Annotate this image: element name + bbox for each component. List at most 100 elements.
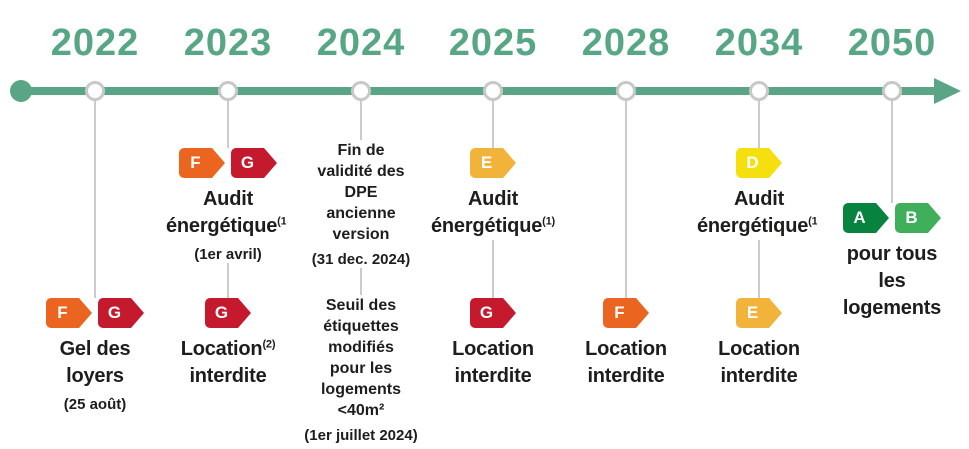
year-label-2022: 2022 [50, 22, 140, 64]
energy-badges-row: E [684, 298, 834, 328]
event-title-line: Audit [467, 188, 519, 210]
connector-line [625, 96, 627, 310]
event-date-note: (31 dec. 2024) [311, 251, 411, 268]
event-title-line: Location [452, 338, 534, 360]
timeline-node-2023 [218, 81, 238, 101]
event-title: pour tous les logements [817, 241, 967, 322]
energy-label-F-letter: F [179, 148, 212, 178]
footnote-superscript: (1) [542, 215, 556, 228]
energy-label-A-badge: A [843, 203, 889, 233]
energy-label-F-badge: F [179, 148, 225, 178]
event-title-line: énergétique(1) [165, 215, 291, 237]
event-title: Location interdite [418, 336, 568, 390]
energy-label-E-badge: E [736, 298, 782, 328]
energy-badges-row: D [684, 148, 834, 178]
energy-badges-row: E [418, 148, 568, 178]
footnote-superscript: (2) [262, 338, 276, 351]
event-title-line: validité des [317, 163, 405, 180]
event-title-line: pour tous [846, 243, 938, 265]
event-title: Audit énergétique(1) [153, 186, 303, 240]
energy-label-B-letter: B [895, 203, 928, 233]
energy-label-A-letter: A [843, 203, 876, 233]
event-date-note: (25 août) [63, 396, 127, 413]
energy-label-point-icon [238, 298, 251, 328]
year-label-2025: 2025 [448, 22, 538, 64]
timeline-start-dot-icon [10, 80, 32, 102]
event-title-line: ancienne [326, 205, 396, 222]
timeline-node-2025 [483, 81, 503, 101]
event-title-line: Location [585, 338, 667, 360]
energy-label-F-badge: F [46, 298, 92, 328]
event-2034-lower: E Location interdite [684, 298, 834, 390]
energy-label-point-icon [131, 298, 144, 328]
energy-label-point-icon [636, 298, 649, 328]
energy-label-G-badge: G [98, 298, 144, 328]
connector-line [891, 96, 893, 215]
energy-label-G-letter: G [205, 298, 238, 328]
event-title-line: <40m² [337, 402, 385, 419]
event-title-line: énergétique(1) [430, 215, 556, 237]
energy-badges-row: G [418, 298, 568, 328]
event-title: Audit énergétique(1) [418, 186, 568, 240]
energy-label-point-icon [928, 203, 941, 233]
event-title-line: logements [320, 381, 401, 398]
event-title-line: interdite [587, 365, 665, 387]
event-title-line: interdite [720, 365, 798, 387]
event-title-line: logements [842, 297, 942, 319]
energy-label-point-icon [876, 203, 889, 233]
event-title-line: interdite [189, 365, 267, 387]
event-date-note: (1er juillet 2024) [304, 427, 418, 444]
event-title-line: Audit [202, 188, 254, 210]
event-title-line: modifiés [328, 339, 394, 356]
energy-label-G-badge: G [470, 298, 516, 328]
event-title-line: version [332, 226, 390, 243]
event-title-line: les [878, 270, 906, 292]
timeline-arrow-icon [934, 78, 961, 104]
connector-line [94, 96, 96, 310]
event-title-line: énergétique(1) [696, 215, 822, 237]
energy-label-point-icon [769, 298, 782, 328]
year-label-2034: 2034 [714, 22, 804, 64]
event-title-line: interdite [454, 365, 532, 387]
energy-label-F-letter: F [603, 298, 636, 328]
event-2025-lower: G Location interdite [418, 298, 568, 390]
energy-label-point-icon [264, 148, 277, 178]
energy-label-F-letter: F [46, 298, 79, 328]
event-title-line: DPE [344, 184, 378, 201]
energy-label-F-badge: F [603, 298, 649, 328]
timeline-node-2034 [749, 81, 769, 101]
energy-label-G-letter: G [470, 298, 503, 328]
energy-label-G-letter: G [231, 148, 264, 178]
timeline-node-2022 [85, 81, 105, 101]
event-title-line: Gel des [59, 338, 131, 360]
timeline-node-2024 [351, 81, 371, 101]
energy-label-point-icon [503, 298, 516, 328]
energy-label-G-badge: G [205, 298, 251, 328]
energy-label-E-letter: E [470, 148, 503, 178]
year-label-2050: 2050 [847, 22, 937, 64]
event-2023-lower: G Location(2) interdite [153, 298, 303, 390]
footnote-superscript: (1) [808, 215, 822, 228]
energy-label-point-icon [79, 298, 92, 328]
event-title-line: pour les [329, 360, 393, 377]
event-title: Location interdite [551, 336, 701, 390]
energy-badges-row: G [153, 298, 303, 328]
energy-badges-row: F [551, 298, 701, 328]
energy-label-point-icon [503, 148, 516, 178]
energy-label-D-badge: D [736, 148, 782, 178]
energy-label-G-letter: G [98, 298, 131, 328]
event-title-line: étiquettes [323, 318, 399, 335]
event-title-line: Location(2) [180, 338, 276, 360]
event-title-line: Location [718, 338, 800, 360]
